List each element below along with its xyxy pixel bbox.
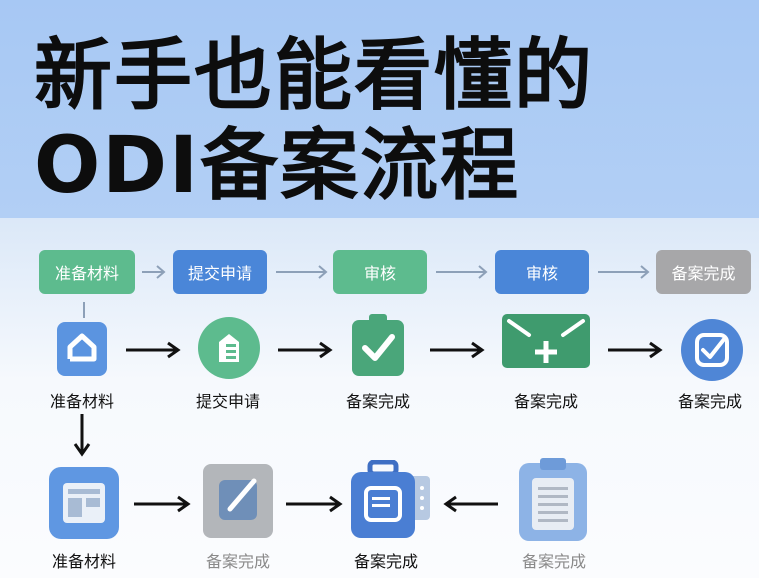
arrow-right-icon (278, 341, 333, 359)
step-pill-complete: 备案完成 (656, 250, 751, 294)
arrow-right-icon (608, 341, 663, 359)
arrow-right-icon (598, 265, 650, 279)
briefcase-icon (350, 460, 440, 540)
step-label: 提交申请 (195, 392, 260, 411)
step-label: 备案完成 (677, 392, 742, 411)
arrow-right-icon (286, 495, 343, 513)
arrow-right-icon (142, 265, 166, 279)
step-pill-prepare: 准备材料 (39, 250, 135, 294)
arrow-down-icon (73, 414, 91, 457)
form-icon (48, 466, 120, 540)
connector-line (83, 302, 85, 318)
clipboard-list-icon (518, 458, 588, 542)
step-pill-review-1: 审核 (333, 250, 427, 294)
step-pill-review-2: 审核 (495, 250, 589, 294)
step-label: 备案完成 (353, 552, 418, 571)
arrow-right-icon (430, 341, 485, 359)
arrow-right-icon (126, 341, 181, 359)
title-line-2: ODI备案流程 (34, 121, 521, 211)
arrow-left-icon (443, 495, 498, 513)
title-line-1: 新手也能看懂的 (34, 31, 595, 121)
step-label: 备案完成 (345, 392, 410, 411)
step-label: 准备材料 (51, 552, 116, 571)
step-label: 备案完成 (521, 552, 586, 571)
step-label: 备案完成 (205, 552, 270, 571)
home-icon (56, 321, 108, 377)
arrow-right-icon (276, 265, 328, 279)
envelope-plus-icon (501, 313, 591, 369)
title-banner: 新手也能看懂的 ODI备案流程 (0, 0, 759, 218)
clipboard-check-icon (350, 314, 406, 378)
arrow-right-icon (134, 495, 191, 513)
arrow-right-icon (436, 265, 488, 279)
edit-icon (202, 463, 274, 539)
step-label: 备案完成 (513, 392, 578, 411)
document-icon (197, 316, 261, 380)
step-label: 准备材料 (49, 392, 114, 411)
step-pill-submit: 提交申请 (173, 250, 267, 294)
check-badge-icon (680, 318, 744, 382)
